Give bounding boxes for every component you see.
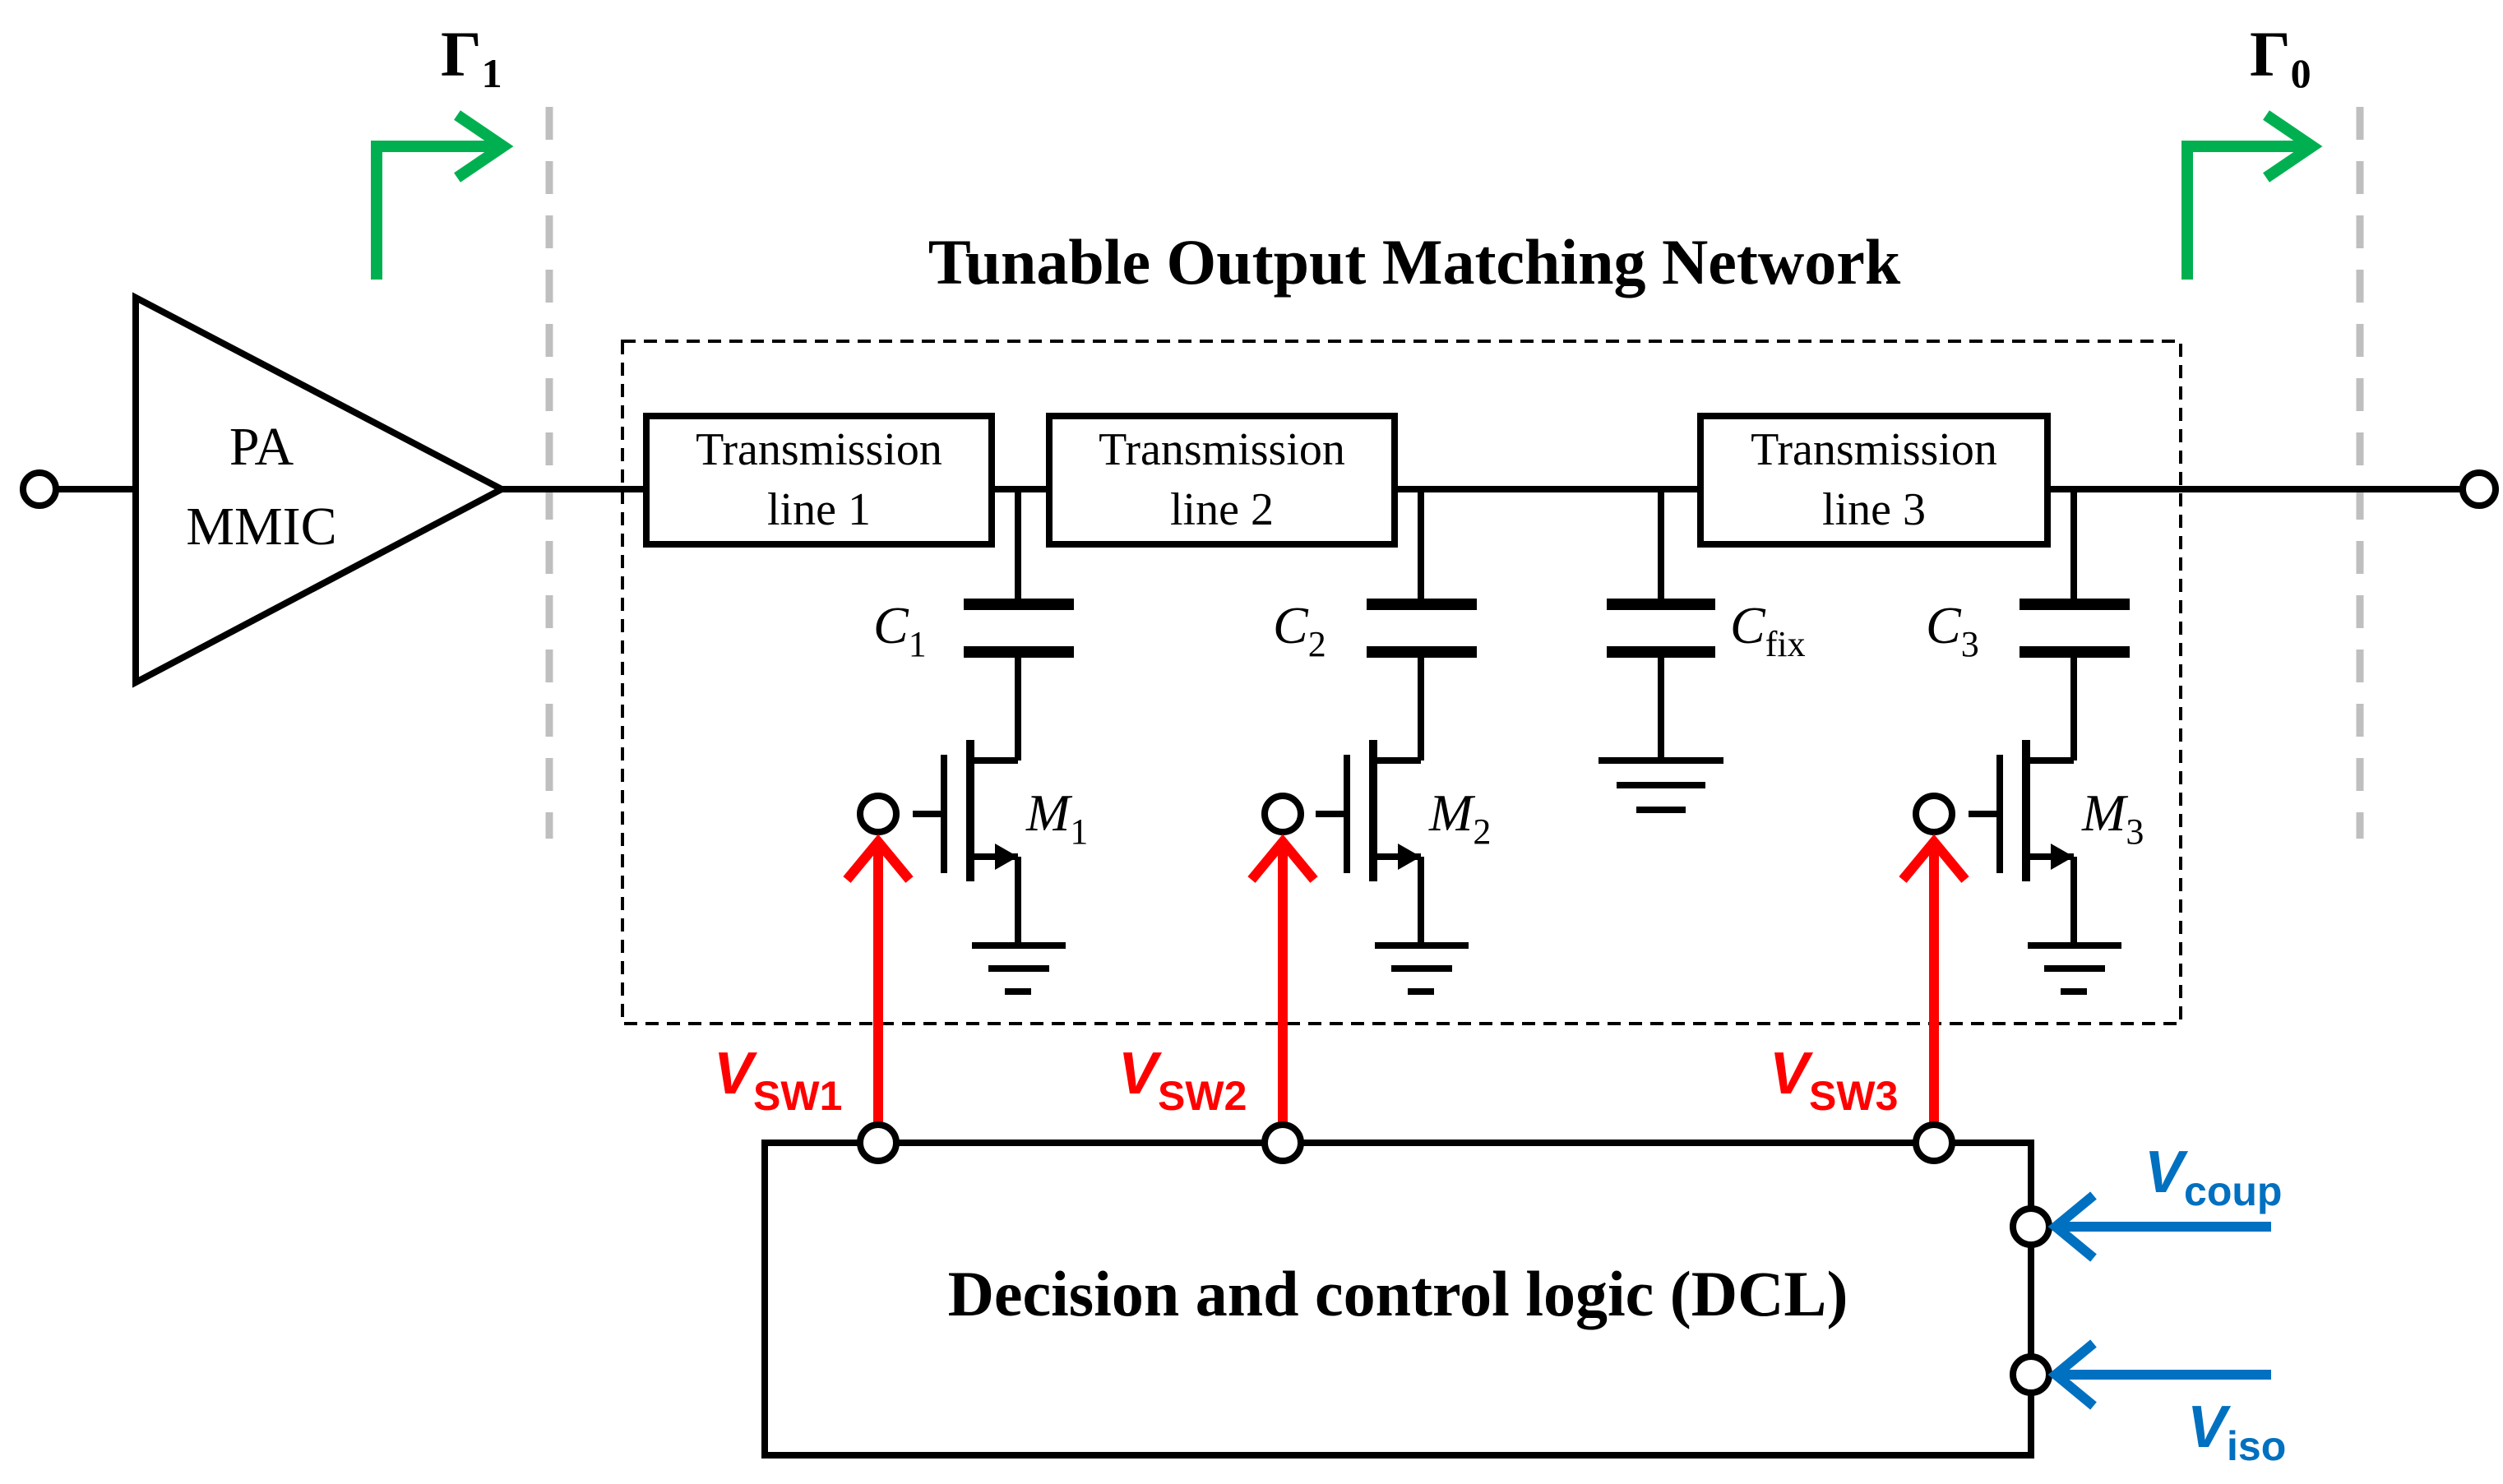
capacitor-c2-label: C2 (1273, 596, 1326, 664)
capacitor-c3-label: C3 (1926, 596, 1979, 664)
dcl-output-vsw1 (857, 1121, 900, 1164)
dcl-label: Decision and control logic (DCL) (948, 1258, 1848, 1329)
svg-text:Transmission: Transmission (1099, 424, 1345, 475)
transistor-1-source-arrow (995, 844, 1018, 870)
dcl-block (761, 1140, 2034, 1459)
transistor-3-source-arrow (2051, 844, 2074, 870)
transmission-line-2: Transmission line 2 (1046, 413, 1398, 548)
transmission-line-1: Transmission line 1 (643, 413, 995, 548)
pa-label-line1: PA (229, 417, 294, 477)
dcl-input-vcoup (2010, 1205, 2052, 1248)
transistor-3-gate-terminal (1913, 793, 1955, 835)
transistor-m2-label: M2 (1428, 784, 1491, 852)
network-title: Tunable Output Matching Network (928, 226, 1901, 298)
output-terminal (2459, 469, 2499, 509)
matching-network-boundary (621, 340, 2182, 1025)
dcl-output-vsw3 (1913, 1121, 1955, 1164)
input-terminal (20, 469, 59, 509)
dcl-input-arrows (2047, 1191, 2271, 1410)
transistor-1-gate-terminal (857, 793, 900, 835)
gamma1-direction-arrow (371, 110, 514, 280)
svg-text:Transmission: Transmission (1751, 424, 1997, 475)
vsw3-label: VSW3 (1770, 1041, 1898, 1119)
svg-text:line 3: line 3 (1822, 484, 1926, 535)
dcl-input-viso (2010, 1353, 2052, 1396)
gamma1-label: Γ1 (441, 18, 502, 96)
dcl-output-vsw2 (1261, 1121, 1304, 1164)
vcoup-label: Vcoup (2144, 1140, 2282, 1214)
capacitor-cfix-label: Cfix (1730, 596, 1806, 664)
shunt-branch-3 (1969, 489, 2130, 995)
transistor-m1-label: M1 (1025, 784, 1088, 852)
transistor-2-gate-terminal (1261, 793, 1304, 835)
gamma0-direction-arrow (2181, 110, 2323, 280)
transistor-2-source-arrow (1398, 844, 1421, 870)
switch-control-arrows (843, 834, 1969, 1143)
pa-amplifier-symbol (132, 292, 509, 688)
shunt-branch-1 (913, 489, 1074, 995)
vsw1-label: VSW1 (714, 1041, 842, 1119)
vsw2-label: VSW2 (1118, 1041, 1247, 1119)
shunt-branch-2 (1316, 489, 1477, 995)
capacitor-c1-label: C1 (873, 596, 927, 664)
svg-text:line 2: line 2 (1170, 484, 1274, 535)
fixed-capacitor-branch (1598, 489, 1723, 813)
svg-text:Transmission: Transmission (696, 424, 942, 475)
transistor-m3-label: M3 (2081, 784, 2144, 852)
viso-label: Viso (2187, 1394, 2286, 1469)
gamma0-label: Γ0 (2250, 18, 2311, 96)
pa-label-line2: MMIC (186, 497, 336, 557)
svg-text:line 1: line 1 (767, 484, 871, 535)
transmission-line-3: Transmission line 3 (1697, 413, 2051, 548)
